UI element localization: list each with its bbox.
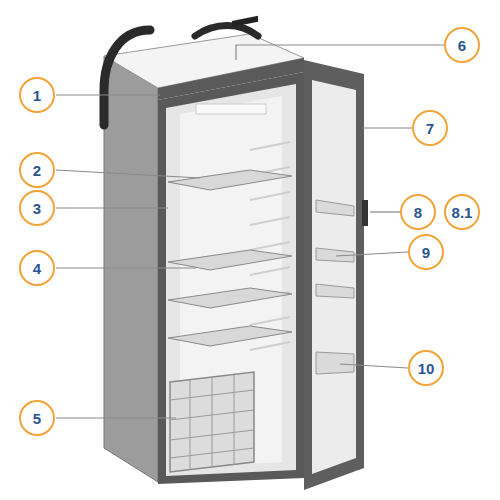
- callout-number: 4: [33, 261, 41, 276]
- hose: [104, 30, 150, 125]
- callout-circle: 9: [408, 234, 444, 270]
- callout-number: 1: [33, 88, 41, 103]
- callout-circle: 10: [408, 350, 444, 386]
- callout-number: 8.1: [452, 205, 473, 220]
- callout-circle: 3: [19, 190, 55, 226]
- basket: [170, 372, 254, 472]
- callout-circle: 4: [19, 250, 55, 286]
- door-lock: [362, 200, 368, 226]
- callout-circle: 5: [19, 400, 55, 436]
- interior: [166, 84, 296, 476]
- front-frame: [158, 72, 304, 484]
- callout-number: 9: [422, 245, 430, 260]
- door-frame: [304, 60, 364, 490]
- door-liner: [312, 80, 356, 474]
- handle: [195, 26, 258, 37]
- callout-circle: 8.1: [444, 194, 480, 230]
- display: [232, 16, 258, 27]
- callout-number: 10: [418, 361, 435, 376]
- callout-circle: 8: [400, 194, 436, 230]
- door-shelves: [316, 200, 354, 374]
- callout-number: 6: [458, 38, 466, 53]
- wire-shelves: [168, 170, 292, 346]
- callout-number: 2: [33, 163, 41, 178]
- callout-number: 3: [33, 201, 41, 216]
- light: [196, 104, 266, 114]
- callout-circle: 2: [19, 152, 55, 188]
- leader-lines: [56, 45, 444, 418]
- callout-number: 7: [426, 121, 434, 136]
- callout-circle: 1: [19, 77, 55, 113]
- callout-circle: 7: [412, 110, 448, 146]
- callout-number: 8: [414, 205, 422, 220]
- callout-number: 5: [33, 411, 41, 426]
- callout-circle: 6: [444, 27, 480, 63]
